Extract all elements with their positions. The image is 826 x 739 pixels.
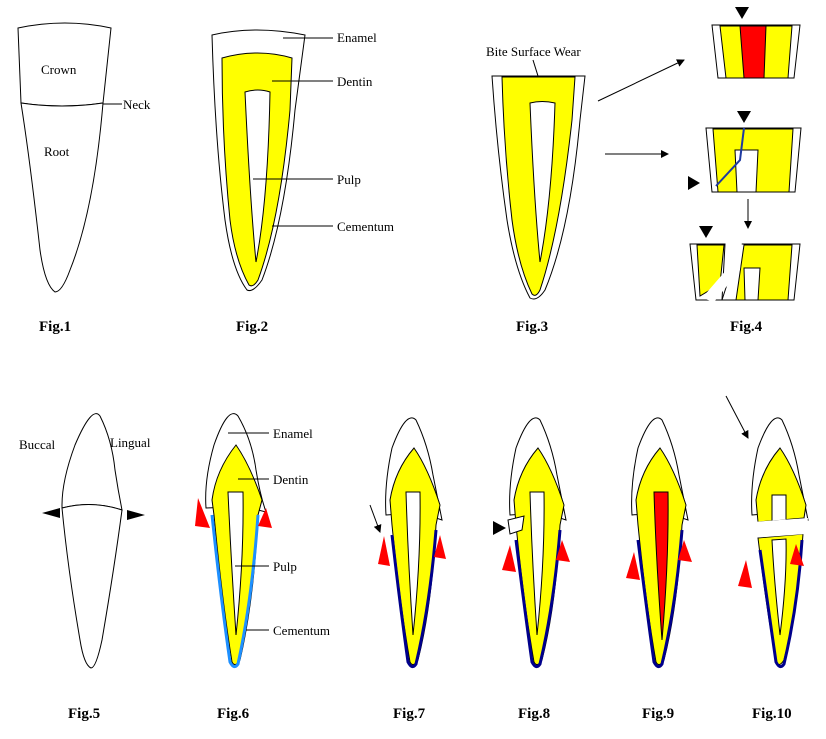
fig3-arrow-to-fig4a bbox=[597, 59, 685, 102]
fig8-gum-right bbox=[556, 540, 570, 562]
fig8-caption: Fig.8 bbox=[518, 706, 550, 722]
fig1-root-outline bbox=[20, 102, 104, 293]
fig9-cementum bbox=[636, 529, 684, 669]
fig9-exposed-pulp bbox=[653, 491, 669, 641]
fig7-gum-left bbox=[378, 536, 390, 566]
fig1-tooth: Crown Root Neck Fig.1 bbox=[17, 22, 151, 335]
fig10-gum-right bbox=[790, 544, 804, 566]
fig2-pulp-label: Pulp bbox=[337, 172, 361, 187]
fig4-panels: Fig.4 bbox=[688, 7, 802, 335]
fig4b-pointer-top-icon bbox=[737, 111, 751, 123]
fig9-caption: Fig.9 bbox=[642, 706, 674, 722]
fig10-tooth: Fig.10 bbox=[725, 395, 809, 722]
fig1-neck-label: Neck bbox=[123, 97, 151, 112]
fig4b-pointer-side-icon bbox=[688, 176, 700, 190]
fig8-pointer-icon bbox=[493, 521, 506, 535]
fig2-cementum-label: Cementum bbox=[337, 219, 394, 234]
fig1-caption: Fig.1 bbox=[39, 319, 71, 335]
fig5-right-pointer-icon bbox=[127, 510, 145, 520]
fig6-tooth: Enamel Dentin Pulp Cementum Fig.6 bbox=[195, 413, 330, 722]
fig4b-crack bbox=[715, 127, 745, 187]
fig7-caption: Fig.7 bbox=[393, 706, 426, 722]
fig6-gum-right bbox=[258, 508, 272, 528]
fig8-gum-left bbox=[502, 545, 516, 572]
fig6-enamel-label: Enamel bbox=[273, 426, 313, 441]
fig6-pulp bbox=[227, 491, 244, 636]
fig6-cementum-label: Cementum bbox=[273, 623, 330, 638]
fig7-gum-right bbox=[434, 535, 446, 559]
fig3-tooth: Bite Surface Wear Fig.3 bbox=[486, 44, 685, 335]
fig4a-exposed-pulp bbox=[739, 25, 767, 79]
fig9-tooth: Fig.9 bbox=[626, 417, 692, 722]
fig8-tooth: Fig.8 bbox=[493, 417, 570, 722]
fig4c-fracture-gap bbox=[702, 240, 742, 302]
fig3-pulp bbox=[529, 101, 556, 263]
fig2-enamel-label: Enamel bbox=[337, 30, 377, 45]
fig5-left-pointer-icon bbox=[42, 508, 60, 518]
fig5-crown-outline bbox=[61, 413, 123, 511]
fig10-dentin-upper bbox=[755, 447, 807, 523]
fig4-caption: Fig.4 bbox=[730, 319, 763, 335]
fig6-pulp-label: Pulp bbox=[273, 559, 297, 574]
fig6-caption: Fig.6 bbox=[217, 706, 250, 722]
fig10-fracture-gap bbox=[752, 518, 808, 538]
fig10-arrow bbox=[725, 395, 749, 439]
fig6-cementum bbox=[210, 514, 260, 669]
fig9-gum-right bbox=[678, 540, 692, 562]
fig1-root-label: Root bbox=[44, 144, 70, 159]
fig6-dentin-label: Dentin bbox=[273, 472, 309, 487]
fig4c-pointer-icon bbox=[699, 226, 713, 238]
fig5-buccal-label: Buccal bbox=[19, 437, 55, 452]
fig3-caption: Fig.3 bbox=[516, 319, 548, 335]
fig2-pulp bbox=[244, 89, 271, 263]
fig7-pulp bbox=[405, 491, 421, 636]
fig8-notch bbox=[507, 515, 525, 535]
fig8-pulp bbox=[529, 491, 545, 636]
fig4b-pulp bbox=[734, 149, 759, 193]
fig10-caption: Fig.10 bbox=[752, 706, 792, 722]
fig2-dentin-label: Dentin bbox=[337, 74, 373, 89]
fig1-crown-label: Crown bbox=[41, 62, 77, 77]
fig8-cementum bbox=[514, 529, 562, 669]
fig3-wear-label: Bite Surface Wear bbox=[486, 44, 581, 59]
fig7-tooth: Fig.7 bbox=[369, 417, 446, 722]
fig5-root-outline bbox=[61, 504, 123, 669]
fig5-caption: Fig.5 bbox=[68, 706, 100, 722]
fig4c-pulp bbox=[743, 267, 761, 301]
fig2-caption: Fig.2 bbox=[236, 319, 268, 335]
fig7-arrow bbox=[369, 504, 382, 533]
fig6-gum-left bbox=[195, 498, 210, 528]
fig2-tooth: Enamel Dentin Pulp Cementum Fig.2 bbox=[211, 29, 394, 335]
fig7-cementum bbox=[390, 529, 438, 669]
fig10-cementum bbox=[758, 539, 804, 669]
fig9-gum-left bbox=[626, 552, 640, 580]
fig5-tooth: Buccal Lingual Fig.5 bbox=[19, 413, 151, 722]
fig5-lingual-label: Lingual bbox=[110, 435, 151, 450]
fig4a-pointer-icon bbox=[735, 7, 749, 19]
fig10-gum-left bbox=[738, 560, 752, 588]
fig3-wear-leader bbox=[532, 59, 539, 77]
